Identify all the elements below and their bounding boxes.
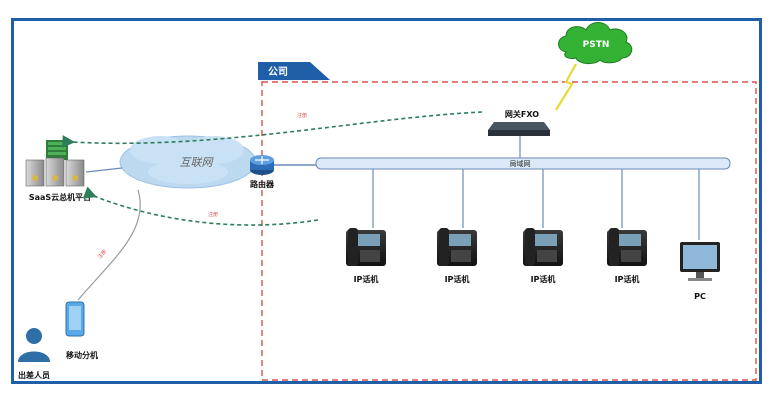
ip-phone-3-label: IP话机 [531, 274, 556, 284]
pc-label: PC [694, 292, 706, 301]
mobile-register-link [77, 189, 141, 301]
pc-monitor: PC [680, 242, 720, 301]
internet-cloud: 互联网 [119, 135, 257, 189]
traveler-label: 出差人员 [18, 370, 50, 380]
lightning-bolt [555, 63, 577, 111]
ip-phone-3: IP话机 [523, 228, 563, 284]
mobile-register-label: 注册 [96, 248, 108, 260]
lan-bar [315, 157, 731, 170]
ip-phone-4-label: IP话机 [615, 274, 640, 284]
diagram-frame [11, 18, 762, 384]
ip-phone-4: IP话机 [607, 228, 647, 284]
gateway-register-label: 注册 [297, 112, 307, 119]
saas-label: SaaS云总机平台 [29, 192, 91, 202]
router: 路由器 [250, 155, 316, 189]
pstn-cloud: PSTN [558, 22, 633, 65]
company-tab: 公司 [258, 62, 330, 80]
router-label: 路由器 [250, 179, 275, 189]
traveler-person-icon: 出差人员 [18, 328, 50, 380]
ip-phone-1: IP话机 [346, 228, 386, 284]
ip-phone-1-label: IP话机 [354, 274, 379, 284]
company-label: 公司 [268, 66, 288, 78]
saas-servers: SaaS云总机平台 [25, 140, 91, 202]
lan-drops [372, 169, 700, 240]
saas-internet-link [85, 167, 123, 173]
lan-label: 局域网 [510, 159, 531, 168]
mobile-label: 移动分机 [66, 350, 98, 360]
company-zone [261, 81, 757, 381]
pstn-label: PSTN [583, 40, 610, 50]
lan-register-label: 注册 [208, 211, 218, 218]
mobile-phone: 移动分机 [65, 301, 98, 360]
ip-phone-2: IP话机 [437, 228, 477, 284]
fxo-gateway: 网关FXO [488, 109, 550, 136]
lan-register-link [82, 186, 319, 226]
ip-phone-2-label: IP话机 [445, 274, 470, 284]
internet-label: 互联网 [180, 156, 215, 169]
gateway-label: 网关FXO [505, 109, 539, 119]
gateway-register-link [62, 111, 483, 148]
